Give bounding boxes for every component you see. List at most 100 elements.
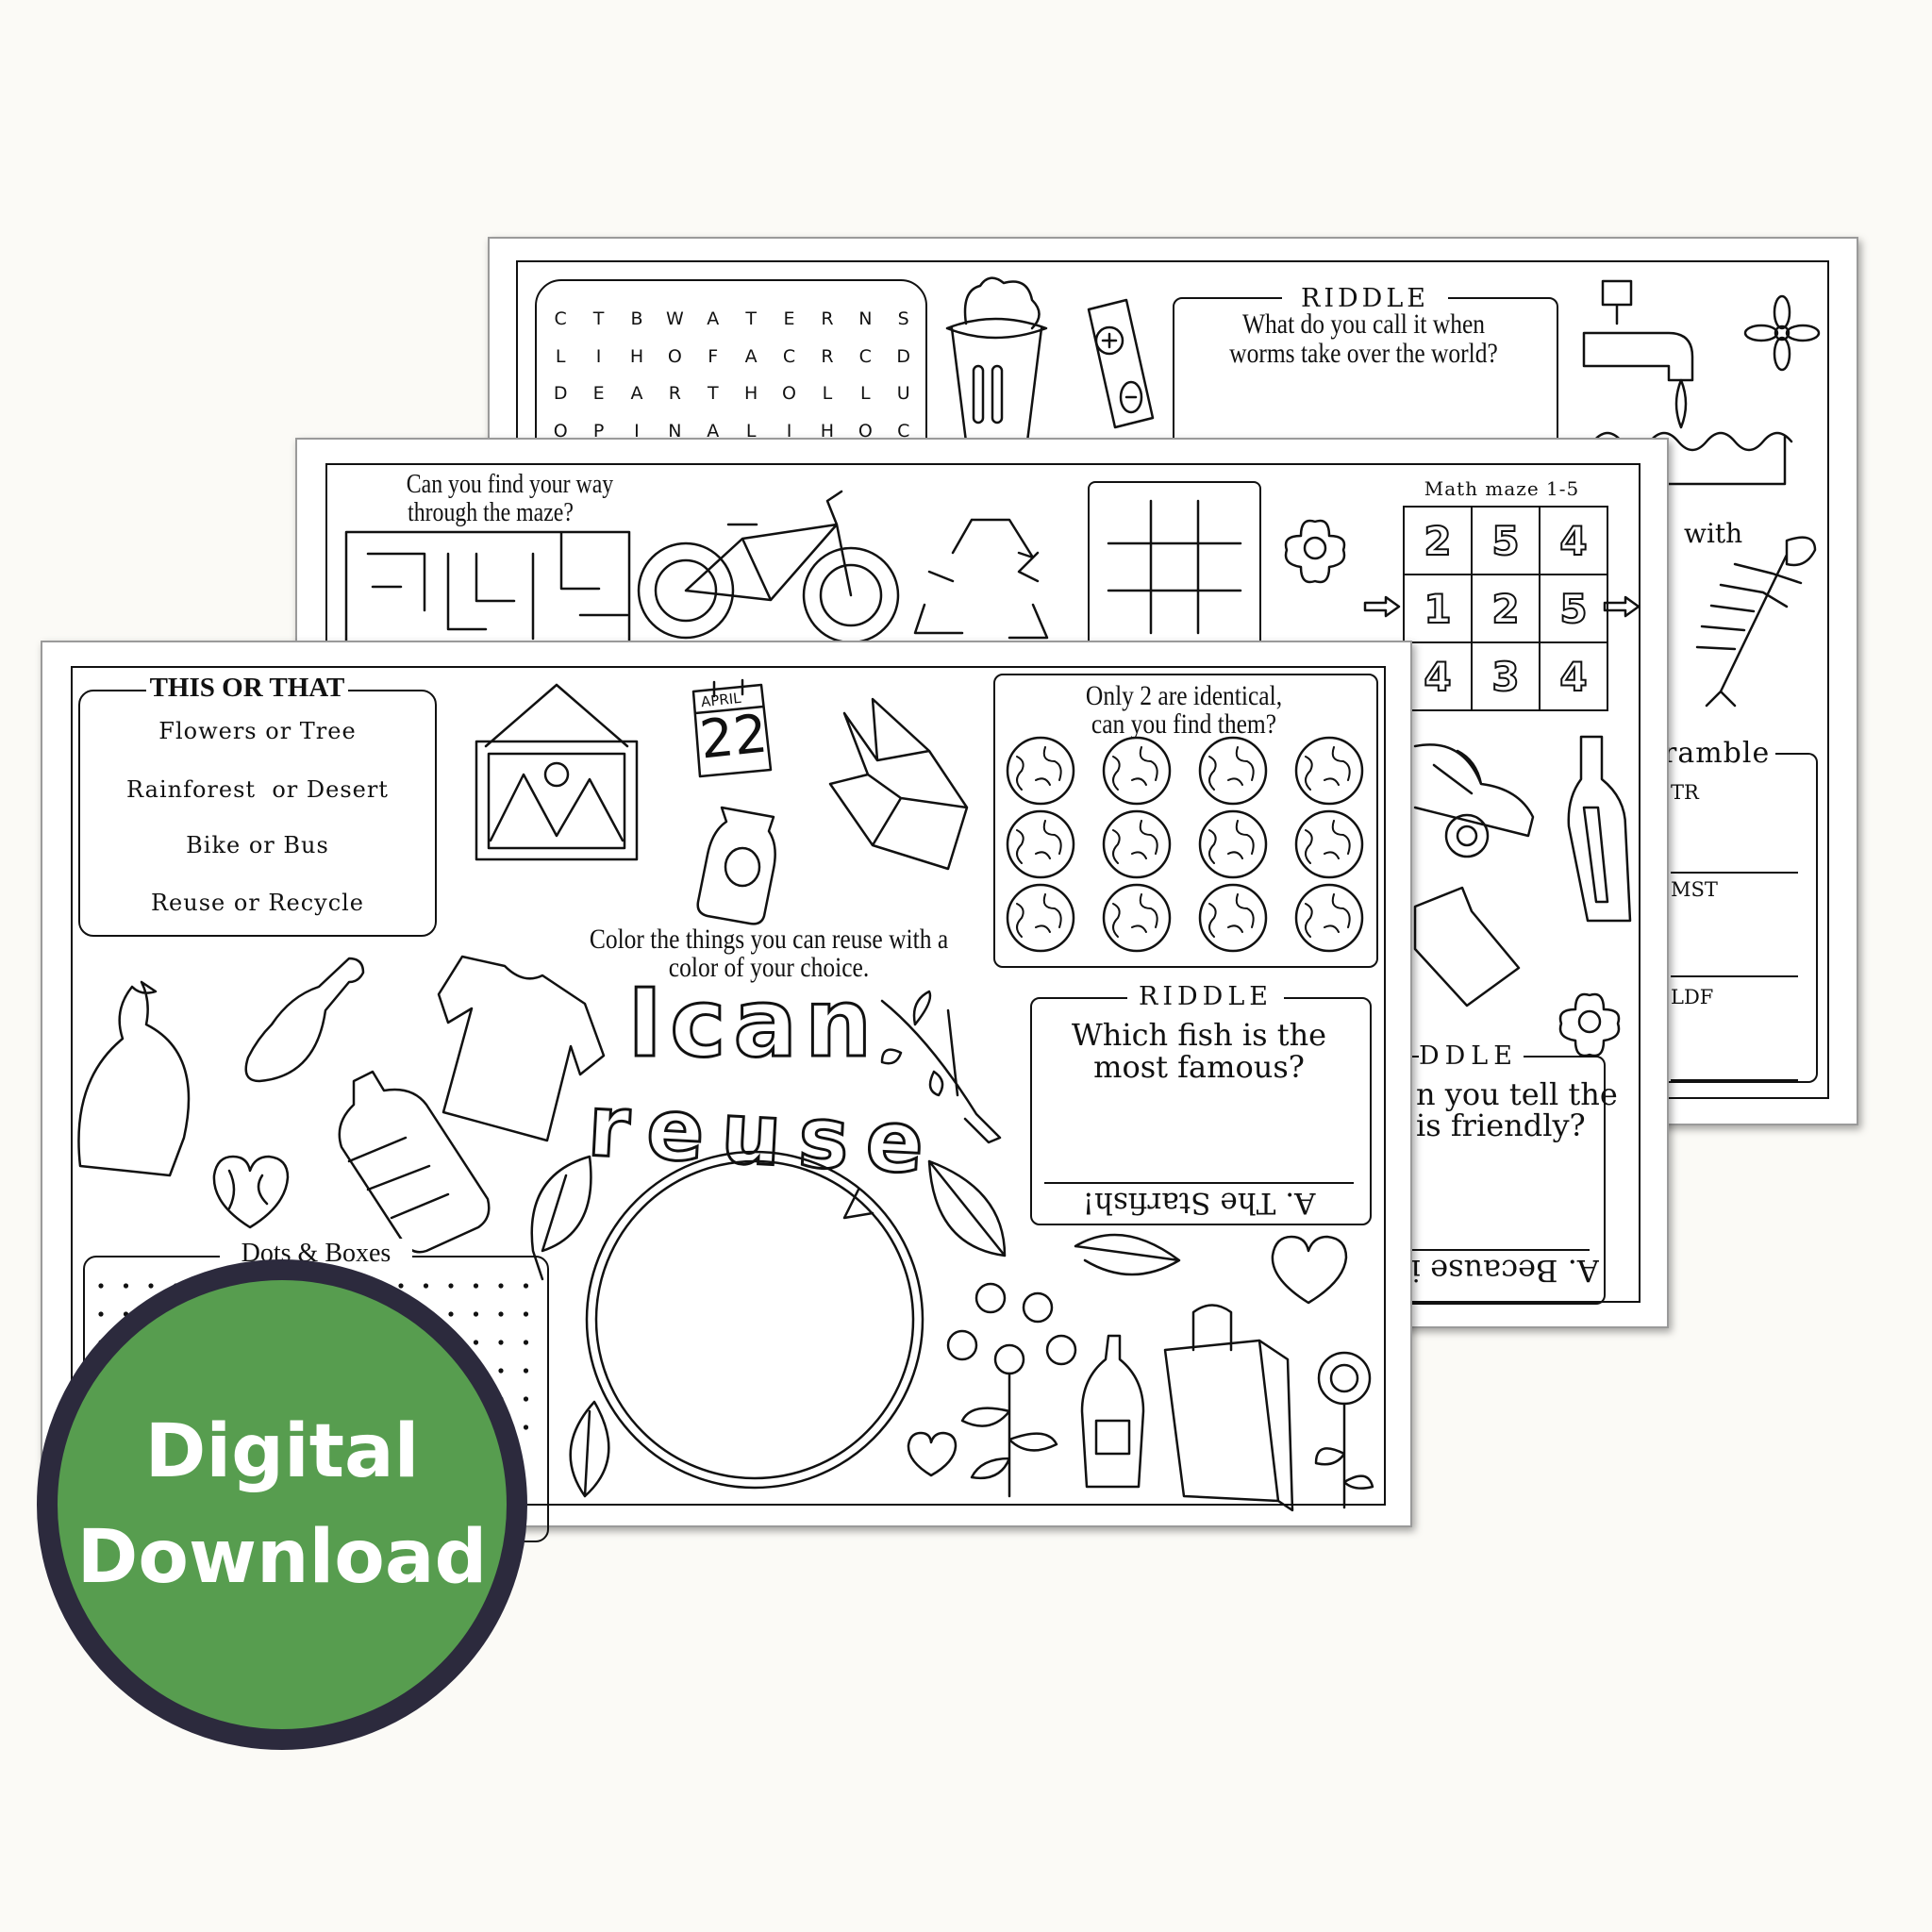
bicycle-icon bbox=[637, 490, 900, 644]
earth-icon bbox=[1198, 809, 1268, 879]
partial-with-text: with bbox=[1684, 518, 1743, 549]
front-sheet-border bbox=[71, 666, 1386, 1506]
t-shirt-icon bbox=[437, 955, 606, 1142]
dot bbox=[523, 1311, 529, 1317]
dot bbox=[523, 1340, 529, 1345]
water-jug-icon bbox=[338, 1070, 491, 1254]
math-maze-cell: 1 bbox=[1403, 574, 1473, 643]
this-or-that-item: Reuse or Recycle bbox=[150, 890, 365, 916]
math-maze-title: Math maze 1-5 bbox=[1424, 477, 1580, 500]
math-maze-cell: 2 bbox=[1471, 574, 1541, 643]
color-prompt-line2: color of your choice. bbox=[668, 952, 870, 983]
riddle-title-fragment: DDLE bbox=[1419, 1041, 1524, 1071]
this-or-that-item: Rainforest or Desert bbox=[126, 776, 389, 803]
reuse-circle-frame bbox=[585, 1150, 924, 1490]
earth-heart-icon bbox=[1271, 1235, 1348, 1305]
math-maze-cell: 5 bbox=[1539, 574, 1608, 643]
cardboard-box-icon bbox=[828, 697, 969, 871]
fish-bone-icon bbox=[1695, 536, 1817, 708]
dot bbox=[523, 1396, 529, 1402]
arrow-right-icon bbox=[1363, 595, 1401, 618]
battery-icon bbox=[1087, 298, 1155, 429]
tic-tac-toe-grid bbox=[1107, 499, 1242, 635]
dot bbox=[398, 1283, 404, 1289]
earth-icon bbox=[1294, 809, 1364, 879]
faucet-icon bbox=[1582, 279, 1694, 429]
maze-prompt-line2: through the maze? bbox=[408, 498, 574, 527]
earth-icon bbox=[1006, 809, 1075, 879]
flowers-plant-icon bbox=[946, 1282, 1077, 1498]
this-or-that-item: Flowers or Tree bbox=[158, 718, 357, 744]
dot bbox=[448, 1311, 454, 1317]
riddle-answer: A. The Starfish! bbox=[1082, 1186, 1316, 1220]
color-prompt-line1: Color the things you can reuse with a bbox=[589, 924, 949, 955]
riddle-question-line1: Which fish is the bbox=[1071, 1017, 1327, 1053]
dot bbox=[423, 1283, 429, 1289]
dot bbox=[498, 1368, 504, 1374]
sauce-bottle-icon bbox=[1080, 1334, 1145, 1489]
headline-i-can: Ican bbox=[625, 967, 880, 1080]
maze-icon bbox=[344, 530, 631, 647]
front-sheet: THIS OR THAT Flowers or Tree Rainforest … bbox=[41, 641, 1412, 1542]
bottle-icon bbox=[1567, 735, 1632, 923]
riddle-question-line2: worms take over the world? bbox=[1229, 338, 1498, 369]
car-icon bbox=[1413, 743, 1535, 858]
math-maze-cell: 4 bbox=[1539, 641, 1608, 711]
scramble-word: TR bbox=[1671, 781, 1699, 804]
dot bbox=[473, 1311, 479, 1317]
riddle-question-line1: n you tell the bbox=[1416, 1076, 1618, 1112]
leaf-icon bbox=[1074, 1233, 1181, 1276]
scramble-word: LDF bbox=[1671, 986, 1714, 1008]
riddle-title: RIDDLE bbox=[1127, 982, 1284, 1011]
earth-icon bbox=[1102, 736, 1172, 806]
math-maze-cell: 4 bbox=[1539, 506, 1608, 575]
dot bbox=[523, 1283, 529, 1289]
dot bbox=[148, 1283, 154, 1289]
riddle-question-line2: is friendly? bbox=[1416, 1108, 1586, 1143]
earth-icon bbox=[1198, 883, 1268, 953]
jar-icon bbox=[696, 806, 776, 925]
scramble-answer-line bbox=[1671, 872, 1798, 874]
scramble-answer-line bbox=[1671, 1079, 1798, 1081]
earth-icon bbox=[1006, 736, 1075, 806]
riddle-answer-fragment: A. Because it bbox=[1410, 1253, 1599, 1289]
earth-heart-icon bbox=[212, 1155, 290, 1229]
earth-icon bbox=[1006, 883, 1075, 953]
identical-prompt-line1: Only 2 are identical, bbox=[1085, 680, 1283, 711]
earth-icon bbox=[1294, 883, 1364, 953]
riddle-answer-line bbox=[1410, 1249, 1590, 1251]
identical-earths-box bbox=[993, 674, 1378, 968]
calendar-day: 22 bbox=[696, 703, 771, 772]
math-maze-cell: 2 bbox=[1403, 506, 1473, 575]
shopping-bag-icon bbox=[1163, 1304, 1294, 1512]
dot bbox=[98, 1311, 104, 1317]
math-maze-cell: 4 bbox=[1403, 641, 1473, 711]
trash-bag-icon bbox=[77, 980, 191, 1177]
recycle-icon bbox=[913, 518, 1049, 640]
earth-heart-icon bbox=[907, 1431, 958, 1477]
picture-frame-icon bbox=[475, 683, 639, 861]
scramble-answer-line bbox=[1671, 975, 1798, 977]
dot bbox=[523, 1368, 529, 1374]
digital-download-badge: Digital Download bbox=[37, 1259, 527, 1750]
this-or-that-title: THIS OR THAT bbox=[146, 673, 348, 704]
leaf-icon bbox=[530, 1155, 592, 1281]
dot bbox=[498, 1283, 504, 1289]
leaf-icon bbox=[569, 1400, 610, 1498]
dot bbox=[498, 1311, 504, 1317]
flower-icon bbox=[1743, 294, 1821, 372]
trash-can-icon bbox=[945, 276, 1048, 443]
identical-prompt-line2: can you find them? bbox=[1091, 708, 1277, 740]
chicken-leg-icon bbox=[244, 957, 365, 1083]
flower-icon bbox=[1558, 992, 1621, 1058]
badge-line2: Download bbox=[76, 1515, 488, 1600]
math-maze-cell: 3 bbox=[1471, 641, 1541, 711]
riddle-title: RIDDLE bbox=[1282, 284, 1448, 313]
leaf-icon bbox=[927, 1159, 1007, 1257]
riddle-answer-line bbox=[1044, 1182, 1354, 1184]
riddle-question-line2: most famous? bbox=[1093, 1049, 1305, 1085]
